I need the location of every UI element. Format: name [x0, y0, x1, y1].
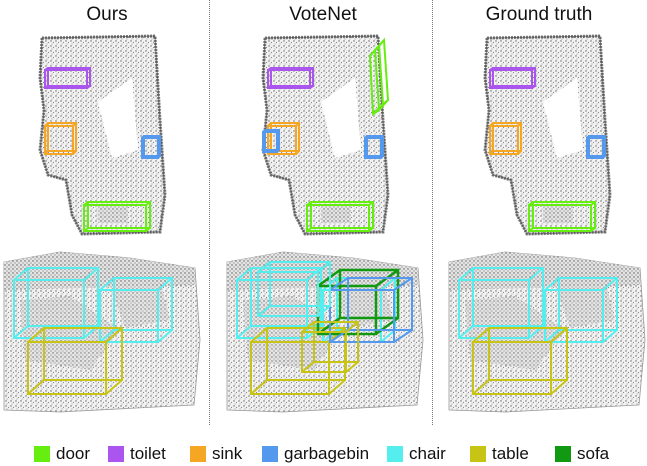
box-garbagebin — [141, 135, 161, 159]
legend-label-sofa: sofa — [577, 444, 610, 463]
legend-swatch-table — [470, 446, 486, 462]
legend-label-door: door — [56, 444, 91, 463]
legend-item-sofa: sofa — [555, 444, 609, 464]
box-door-extra — [368, 37, 390, 117]
legend-label-garbagebin: garbagebin — [284, 444, 370, 463]
box-garbagebin-extra — [262, 129, 280, 153]
legend-item-table: table — [470, 444, 529, 464]
detection-scenes — [3, 34, 646, 413]
box-chair-right — [99, 277, 173, 343]
panel-title-ours: Ours — [86, 4, 128, 25]
legend-swatch-door — [34, 446, 50, 462]
legend-swatch-garbagebin — [262, 446, 278, 462]
box-door — [83, 201, 151, 232]
legend-swatch-sink — [190, 446, 206, 462]
box-sink — [489, 122, 522, 155]
legend-item-chair: chair — [387, 444, 446, 464]
legend-item-sink: sink — [190, 444, 242, 464]
panel-title-votenet: VoteNet — [289, 4, 357, 25]
detection-boxes — [13, 37, 618, 395]
legend-label-toilet: toilet — [130, 444, 166, 463]
separator-left — [209, 0, 210, 425]
box-table — [27, 327, 123, 395]
legend-label-table: table — [492, 444, 529, 463]
legend-swatch-chair — [387, 446, 403, 462]
box-toilet — [267, 67, 314, 89]
separator-right — [432, 0, 433, 425]
box-chair-left — [236, 267, 322, 339]
box-toilet — [489, 67, 536, 89]
box-toilet — [44, 67, 91, 89]
box-garbagebin — [586, 135, 606, 159]
box-chair-right — [544, 277, 618, 343]
box-garbagebin — [364, 135, 384, 159]
legend-item-toilet: toilet — [108, 444, 166, 464]
box-table-extra — [301, 321, 359, 373]
legend: door toilet sink garbagebin chair table … — [0, 444, 647, 466]
room-scans — [3, 34, 646, 413]
legend-item-garbagebin: garbagebin — [262, 444, 369, 464]
box-chair-extra — [257, 261, 331, 317]
panel-title-ground-truth: Ground truth — [485, 4, 593, 25]
legend-item-door: door — [34, 444, 90, 464]
box-door — [306, 201, 374, 232]
legend-label-sink: sink — [212, 444, 243, 463]
legend-swatch-sofa — [555, 446, 571, 462]
box-sink — [44, 122, 77, 155]
box-table — [472, 327, 568, 395]
box-garbagebin-large — [329, 277, 413, 343]
box-door — [528, 201, 596, 232]
legend-swatch-toilet — [108, 446, 124, 462]
legend-label-chair: chair — [409, 444, 446, 463]
